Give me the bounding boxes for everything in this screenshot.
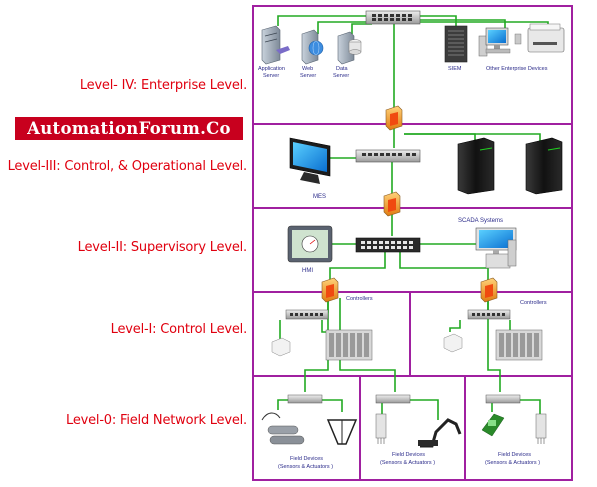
app-server-label-2: Server [263, 73, 279, 79]
scada-workstation: SCADA Systems [458, 218, 517, 269]
level-4-label: Level- IV: Enterprise Level. [79, 78, 247, 93]
level-0-label: Level-0: Field Network Level. [66, 413, 247, 428]
web-server: Web Server [300, 29, 324, 79]
siem-label: SIEM [448, 66, 462, 72]
operations-switch [355, 149, 421, 163]
web-server-label-1: Web [302, 66, 313, 72]
supervisory-switch [355, 237, 421, 253]
control-left: Controllers [271, 296, 373, 361]
field-1-line-1: Field Devices [290, 456, 323, 462]
level-frames [252, 5, 573, 481]
scada-label: SCADA Systems [458, 218, 503, 224]
level-3-label: Level-III: Control, & Operational Level. [7, 159, 248, 174]
field-1-line-2: (Sensors & Actuators ) [278, 464, 333, 470]
application-server: Application Server [258, 25, 290, 79]
mes-label: MES [313, 194, 326, 200]
field-cell-3: Field Devices (Sensors & Actuators ) [481, 394, 547, 466]
data-server-label-2: Server [333, 73, 349, 79]
core-switch [365, 10, 421, 25]
level-1-label: Level-I: Control Level. [110, 322, 248, 337]
operations-server-2 [525, 137, 563, 195]
mes-monitor: MES [289, 137, 331, 200]
field-3-line-1: Field Devices [498, 452, 531, 458]
enterprise-devices-label: Other Enterprise Devices [486, 66, 548, 72]
field-3-line-2: (Sensors & Actuators ) [485, 460, 540, 466]
enterprise-devices: Other Enterprise Devices [478, 23, 565, 72]
control-right: Controllers [443, 300, 547, 361]
hmi-panel: HMI [287, 225, 333, 274]
firewall-icon [383, 191, 401, 217]
controllers-left-label: Controllers [346, 296, 373, 302]
firewall-icon [321, 277, 339, 303]
web-server-label-2: Server [300, 73, 316, 79]
field-2-line-1: Field Devices [392, 452, 425, 458]
firewall-icon [480, 277, 498, 303]
firewall-icon [385, 105, 403, 131]
brand-banner: AutomationForum.Co [15, 117, 243, 140]
data-server-label-1: Data [336, 66, 349, 72]
field-cell-2: Field Devices (Sensors & Actuators ) [375, 394, 462, 466]
app-server-label-1: Application [258, 66, 285, 72]
level-2-label: Level-II: Supervisory Level. [77, 240, 248, 255]
siem-server: SIEM [444, 25, 468, 72]
frame-level-0 [252, 375, 573, 481]
controllers-right-label: Controllers [520, 300, 547, 306]
data-server: Data Server [333, 31, 362, 79]
hmi-label: HMI [302, 268, 313, 274]
field-2-line-2: (Sensors & Actuators ) [380, 460, 435, 466]
field-cell-1: Field Devices (Sensors & Actuators ) [261, 394, 358, 470]
operations-server-1 [457, 137, 495, 195]
